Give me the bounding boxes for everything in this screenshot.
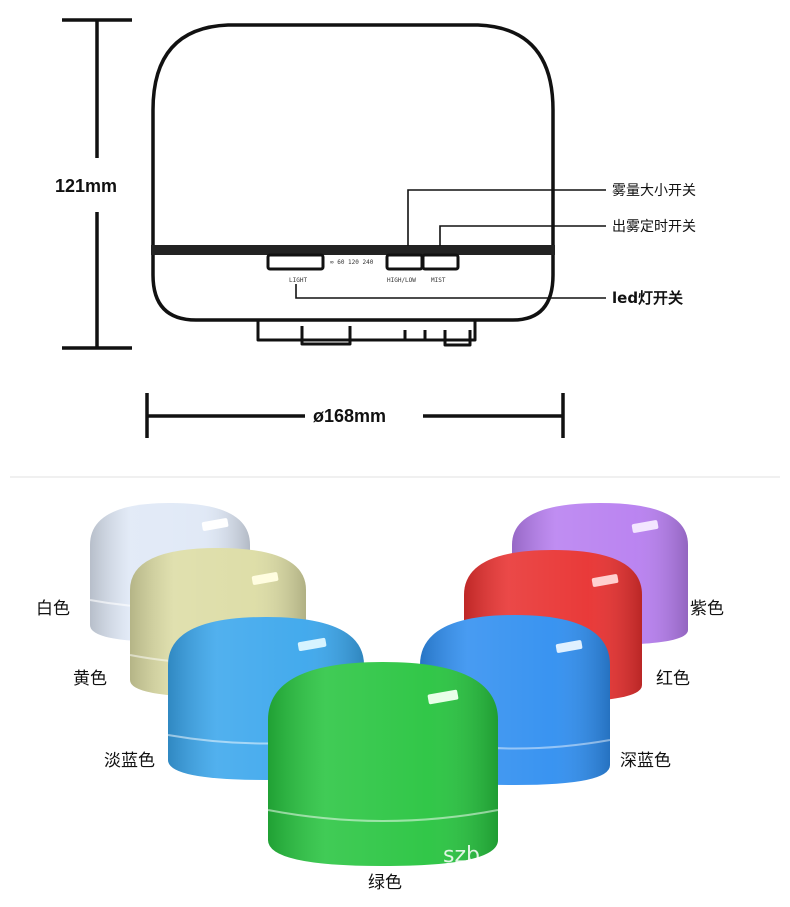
diffuser-dome xyxy=(151,23,555,246)
diffuser-seam-band xyxy=(151,245,555,255)
callout-leaders xyxy=(295,189,606,299)
light-button xyxy=(266,253,325,271)
label-dark-blue: 深蓝色 xyxy=(620,751,671,771)
watermark: szb xyxy=(443,843,480,868)
label-red: 红色 xyxy=(656,669,690,689)
mist-button xyxy=(421,253,460,271)
diffuser-base xyxy=(151,255,555,322)
label-light-blue: 淡蓝色 xyxy=(104,751,155,771)
label-purple: 紫色 xyxy=(690,599,724,619)
variant-light-blue xyxy=(167,617,365,780)
high-low-button xyxy=(385,253,424,271)
variant-green xyxy=(267,662,499,866)
diffuser-feet xyxy=(256,320,477,347)
label-yellow: 黄色 xyxy=(73,669,107,689)
label-white: 白色 xyxy=(36,599,70,619)
diameter-label: ø168mm xyxy=(313,406,386,426)
control-panel xyxy=(266,253,460,271)
panel-label-mist: MIST xyxy=(431,277,446,284)
callout-led-switch: led灯开关 xyxy=(612,289,683,307)
height-label: 121mm xyxy=(55,176,117,196)
diameter-dimension xyxy=(145,393,565,438)
panel-label-timer: ∞ 60 120 240 xyxy=(330,259,374,266)
callout-mist-volume-switch: 雾量大小开关 xyxy=(612,183,696,199)
panel-label-high-low: HIGH/LOW xyxy=(387,277,416,284)
label-green: 绿色 xyxy=(368,873,402,893)
diffuser-line-drawing xyxy=(151,23,555,347)
height-dimension xyxy=(62,18,132,350)
panel-label-light: LIGHT xyxy=(289,277,307,284)
callout-mist-timer-switch: 出雾定时开关 xyxy=(612,219,696,235)
